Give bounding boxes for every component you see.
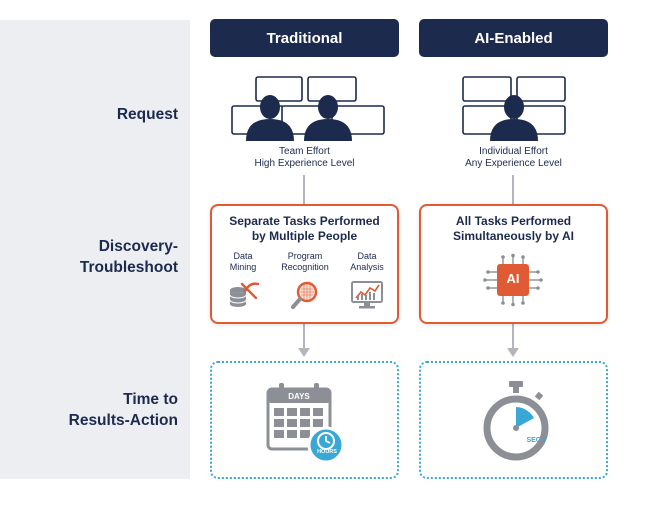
calendar-days-label: DAYS	[288, 392, 310, 401]
ai-discovery-box: All Tasks Performed Simultaneously by AI…	[419, 204, 608, 324]
ai-discovery-title: All Tasks Performed Simultaneously by AI	[453, 214, 574, 243]
traditional-discovery-box: Separate Tasks Performed by Multiple Peo…	[210, 204, 399, 324]
row-label-request: Request	[116, 106, 178, 123]
stopwatch-icon	[483, 381, 549, 461]
arrow-down-icon	[507, 324, 519, 357]
ai-chip-icon	[483, 253, 543, 307]
row-label-time: Time to Results-Action	[68, 391, 178, 429]
task-label-program-recognition: Program Recognition	[281, 251, 329, 272]
connector-ai-top	[512, 175, 514, 204]
header-traditional: Traditional	[210, 19, 399, 57]
monitor-chart-icon	[351, 281, 383, 309]
task-label-data-analysis: Data Analysis	[350, 251, 384, 272]
traditional-discovery-title: Separate Tasks Performed by Multiple Peo…	[229, 214, 380, 243]
data-mining-icon	[229, 282, 260, 307]
connector-traditional-top	[303, 175, 305, 204]
task-label-data-mining: Data Mining	[229, 251, 257, 272]
ai-request-caption: Individual Effort Any Experience Level	[465, 146, 562, 169]
magnifier-icon	[291, 281, 318, 309]
individual-screens-icon	[462, 76, 566, 141]
arrow-down-icon	[298, 324, 310, 357]
row-label-panel	[0, 20, 190, 479]
clock-hours-label: HOURS	[317, 449, 337, 455]
traditional-time-box: DAYS HOURS	[210, 361, 399, 479]
traditional-request-caption: Team Effort High Experience Level	[254, 146, 355, 169]
calendar-icon	[266, 383, 345, 464]
header-ai-enabled: AI-Enabled	[419, 19, 608, 57]
ai-chip-label: AI	[506, 271, 520, 286]
ai-time-box: SECS	[419, 361, 608, 479]
stopwatch-secs-label: SECS	[526, 437, 546, 444]
row-label-discovery: Discovery- Troubleshoot	[79, 238, 178, 276]
team-screens-icon	[231, 76, 385, 141]
